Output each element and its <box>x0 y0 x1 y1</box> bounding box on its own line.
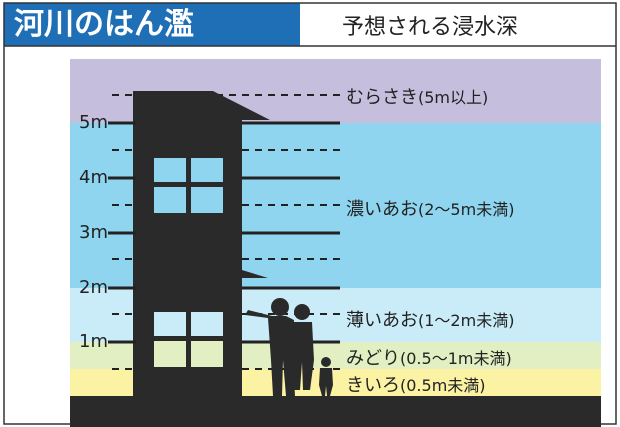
y-tick-1m: 1m <box>79 331 108 352</box>
header-title: 河川のはん濫 <box>4 3 300 46</box>
zone-name: 薄いあお <box>346 310 418 331</box>
meter-ticks <box>108 121 136 344</box>
zone-name: きいろ <box>346 375 400 396</box>
zone-range: (0.5m未満) <box>400 376 486 395</box>
zone-name: むらさき <box>346 87 418 108</box>
header-subtitle: 予想される浸水深 <box>342 15 519 40</box>
y-tick-5m: 5m <box>79 112 108 133</box>
zone-range: (5m以上) <box>418 88 489 107</box>
zone-label-purple: むらさき(5m以上) <box>346 83 488 109</box>
zone-label-green: みどり(0.5～1m未満) <box>346 344 512 370</box>
zone-name: 濃いあお <box>346 199 418 220</box>
ground <box>70 396 601 427</box>
building-silhouette <box>133 91 270 396</box>
people-silhouette <box>245 298 333 396</box>
zone-range: (2～5m未満) <box>418 200 515 219</box>
zone-label-dark-blue: 濃いあお(2～5m未満) <box>346 195 514 221</box>
zone-name: みどり <box>346 348 400 369</box>
y-tick-3m: 3m <box>79 222 108 243</box>
zone-range: (0.5～1m未満) <box>400 349 512 368</box>
y-tick-2m: 2m <box>79 277 108 298</box>
zone-range: (1～2m未満) <box>418 311 515 330</box>
zone-label-yellow: きいろ(0.5m未満) <box>346 371 486 397</box>
y-tick-4m: 4m <box>79 167 108 188</box>
zone-label-light-blue: 薄いあお(1～2m未満) <box>346 306 514 332</box>
